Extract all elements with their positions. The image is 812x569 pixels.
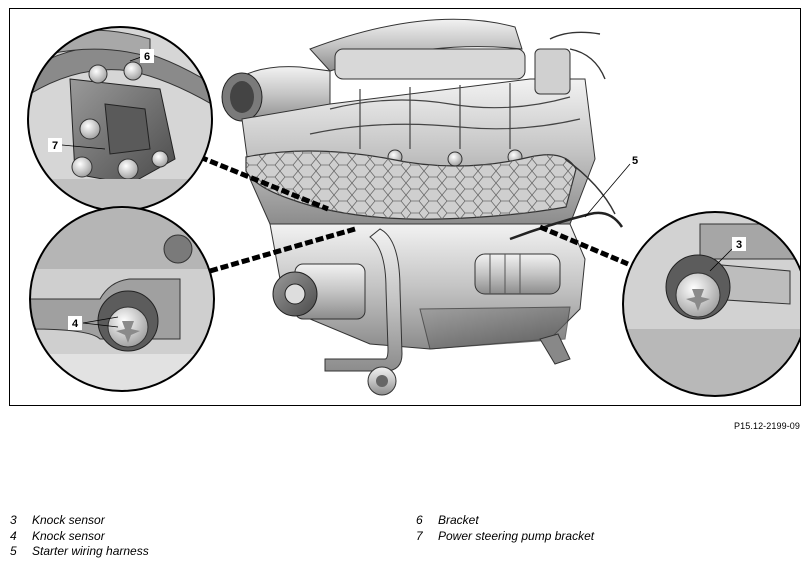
detail-view-brackets: 6 7: [27, 26, 213, 212]
detail-view-knock-sensor-4: 4: [29, 206, 215, 392]
legend-item: 6 Bracket: [416, 513, 479, 527]
callout-3: 3: [736, 239, 742, 251]
callout-7: 7: [52, 140, 58, 152]
legend-item: 4 Knock sensor: [10, 528, 105, 543]
callout-5-group: 5: [584, 155, 638, 218]
engine-illustration: 6 7 4: [9, 8, 801, 406]
legend-item: 7 Power steering pump bracket: [416, 528, 595, 543]
callout-4: 4: [72, 318, 79, 330]
legend-item: 5 Starter wiring harness: [10, 544, 149, 558]
legend-right: 6 Bracket 7 Power steering pump bracket: [416, 513, 594, 544]
legend-item: 3 Knock sensor: [10, 513, 105, 527]
callout-5: 5: [632, 155, 638, 167]
engine-body: [221, 18, 624, 396]
figure-code: P15.12-2199-09: [734, 421, 800, 431]
legend-left: 3 Knock sensor 4 Knock sensor 5 Starter …: [10, 513, 149, 560]
callout-6: 6: [144, 51, 150, 63]
engine-drawing: 6 7 4: [27, 18, 800, 397]
detail-view-knock-sensor-3: 3: [622, 211, 800, 397]
zoom-pointer-lines: [199, 154, 629, 274]
